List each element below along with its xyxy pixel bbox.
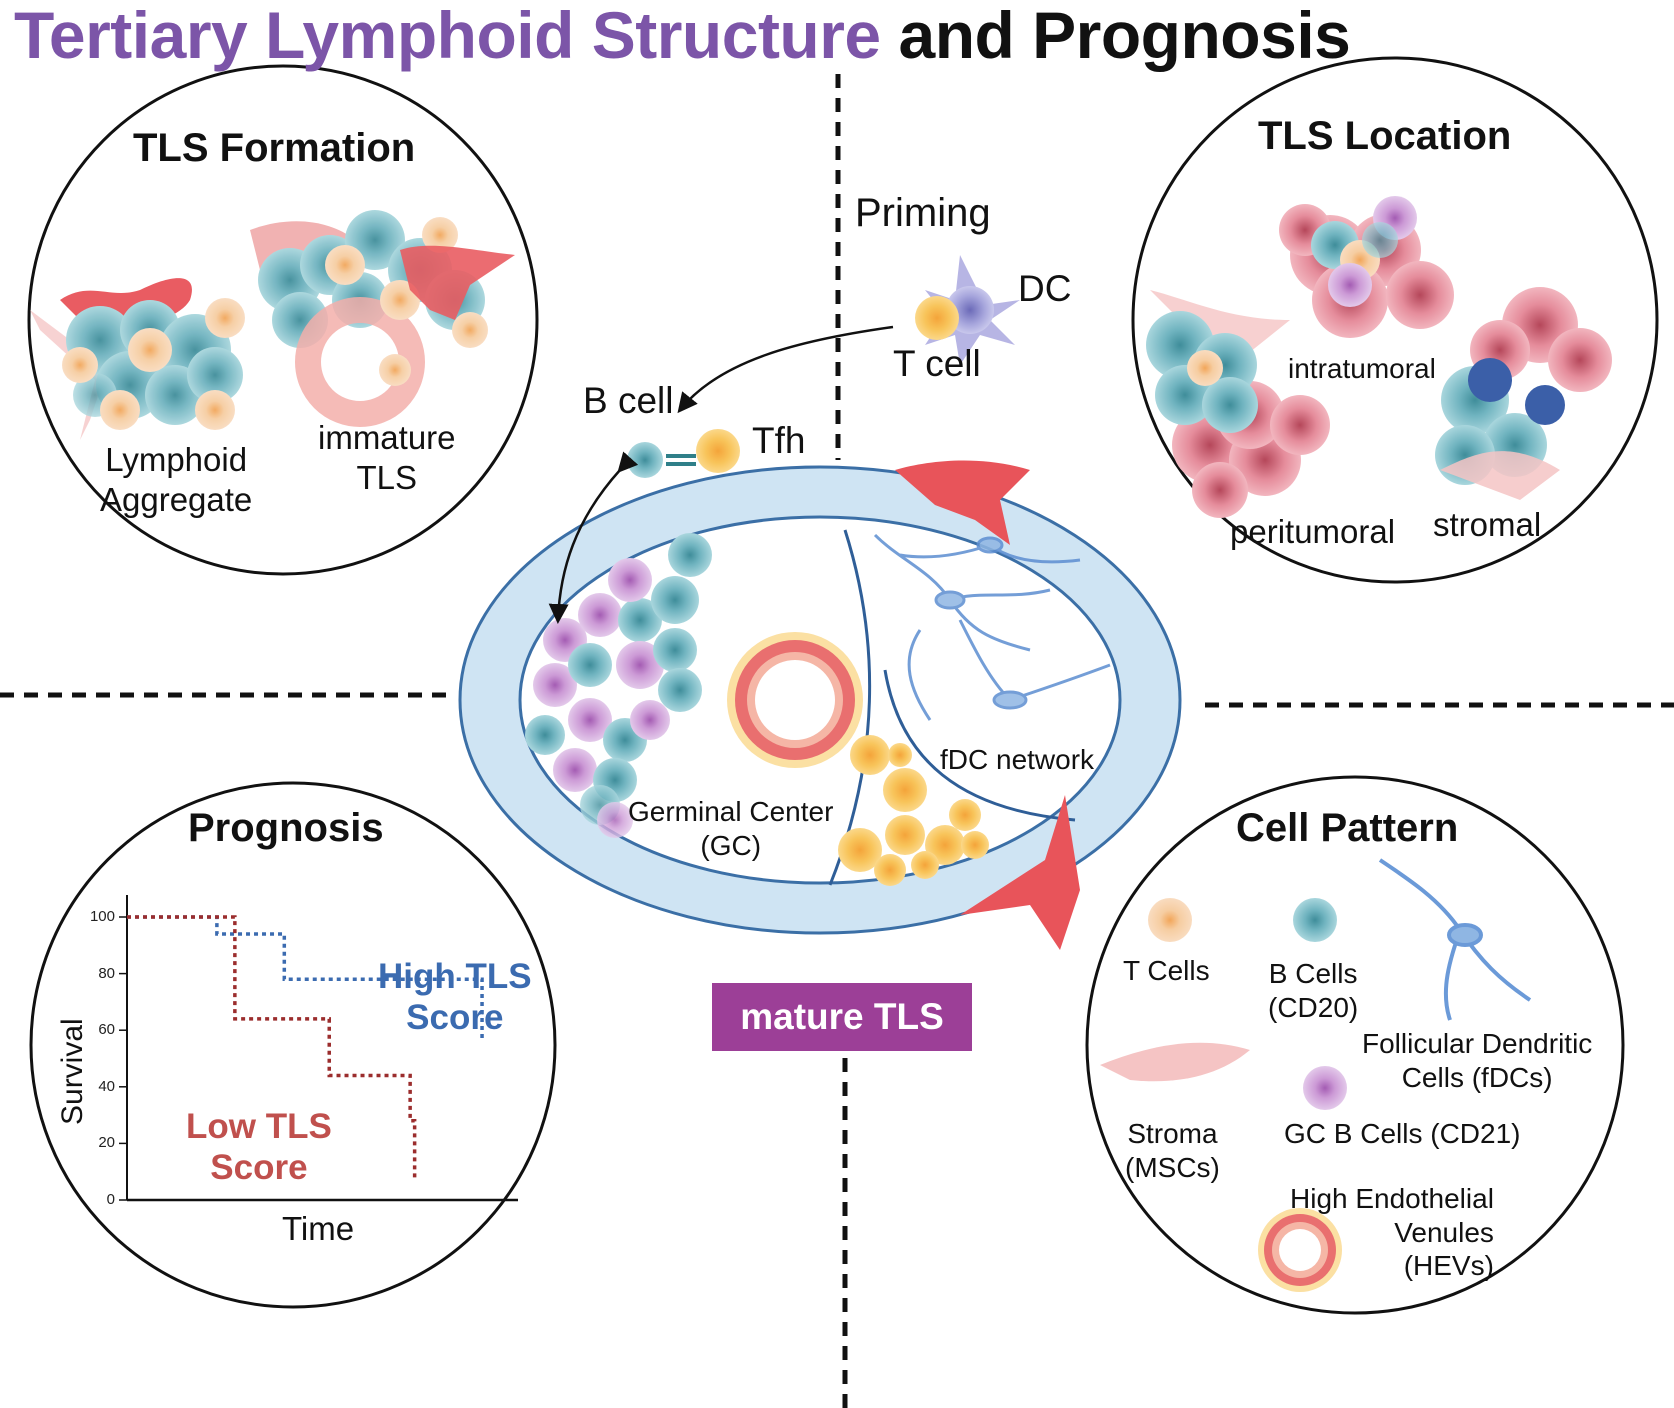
gc-b-cell-icon [1303,1066,1347,1110]
cell-pattern-panel [1085,775,1625,1315]
fdc-network [873,533,1111,721]
intratumoral-cluster [1279,196,1454,338]
fdc-label: Follicular Dendritic Cells (fDCs) [1362,1028,1593,1093]
intratumoral-label: intratumoral [1288,353,1436,384]
survival-axis-label: Survival [56,1018,89,1125]
quadrant-dividers [0,74,1674,1408]
stromal-cluster [1435,287,1612,500]
hev-vessel [727,632,863,768]
tfh-arrow [548,451,639,624]
formation-header: TLS Formation [133,126,416,170]
immature-tls-label: immature TLS [318,419,456,496]
peritumoral-label: peritumoral [1230,513,1396,550]
title-part-1: Tertiary Lymphoid Structure [14,0,881,72]
stroma-icon [1100,1042,1250,1082]
immature-tls-cluster [250,210,515,427]
cell-pattern-header: Cell Pattern [1236,806,1459,850]
page-title: Tertiary Lymphoid Structure and Prognosi… [14,2,1351,68]
hev-label: High Endothelial Venules (HEVs) [1290,1183,1494,1282]
hev-icon [1258,1208,1342,1292]
stroma-label: Stroma (MSCs) [1125,1118,1220,1183]
b-tfh-pair [627,429,740,478]
y-tick-label: 60 [98,1021,115,1039]
y-tick-label: 80 [98,964,115,982]
t-cell-label: T cell [893,343,981,384]
tfh-label: Tfh [752,420,806,461]
stromal-cell-top [895,460,1030,545]
cell-pattern-circle [1085,775,1625,1315]
prognosis-panel [29,781,557,1309]
dc-label: DC [1018,268,1072,309]
mature-tls [458,460,1182,950]
t-cell-priming [915,296,959,340]
prognosis-header: Prognosis [188,806,384,850]
prognosis-circle [29,781,557,1309]
b-cell-icon [1293,898,1337,942]
title-part-2: and Prognosis [898,0,1351,72]
priming-label: Priming [855,191,991,235]
mature-tls-badge: mature TLS [712,983,972,1051]
y-tick-label: 40 [98,1077,115,1095]
low-tls-curve [127,915,417,1178]
y-tick-label: 0 [106,1191,115,1208]
t-cell-icon [1148,898,1192,942]
stromal-cell-red [400,245,515,320]
stromal-cell-bottom [960,795,1080,950]
fdc-icon [1378,858,1532,1021]
t-cells-label: T Cells [1123,955,1210,986]
hev-ring [295,297,425,427]
tls-formation-panel [27,64,539,576]
priming-arrow [677,325,894,414]
y-tick-label: 100 [89,908,115,925]
t-cell-zone [838,735,989,886]
fdc-network-label: fDC network [940,744,1095,775]
b-cell-label: B cell [583,380,674,421]
lymphoid-aggregate-label: Lymphoid Aggregate [100,441,253,518]
y-tick-label: 20 [98,1134,115,1152]
time-axis-label: Time [282,1210,355,1247]
peritumoral-cluster [1146,290,1330,518]
high-tls-label: High TLS Score [378,957,532,1038]
b-cells-label: B Cells (CD20) [1268,958,1359,1023]
lymphoid-aggregate-cluster [30,278,245,440]
gc-b-cells-label: GC B Cells (CD21) [1284,1118,1521,1149]
stromal-label: stromal [1433,506,1542,543]
location-header: TLS Location [1258,114,1512,158]
germinal-center-label: Germinal Center (GC) [628,796,834,861]
fdc-boundary [883,669,1076,822]
low-tls-label: Low TLS Score [186,1107,332,1188]
tls-location-panel [1131,56,1659,584]
